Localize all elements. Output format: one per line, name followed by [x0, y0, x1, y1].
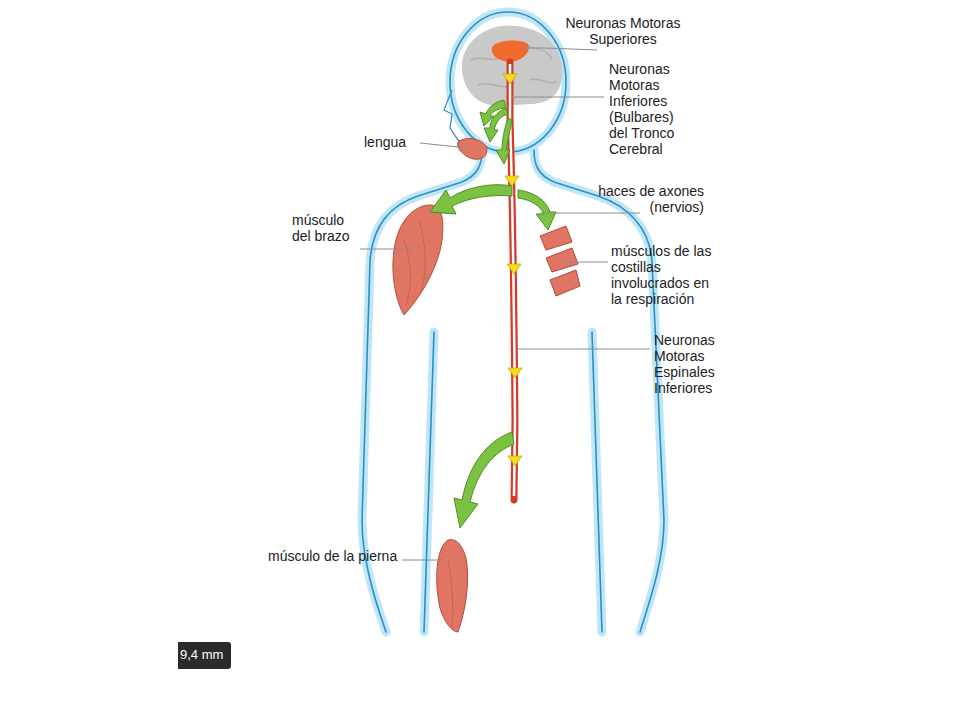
leg-muscle: [437, 540, 468, 632]
part-label: músculo de la pierna: [268, 548, 397, 564]
arm-muscle: [393, 205, 443, 315]
part-label: lengua: [364, 134, 406, 150]
part-label: Neuronas Motoras Superiores: [538, 15, 708, 47]
part-label: músculos de las costillas involucrados e…: [611, 243, 723, 307]
muscle-fibres: [404, 222, 453, 628]
part-label: haces de axones (nervios): [590, 183, 704, 215]
tongue: [458, 139, 487, 160]
picture-ground: [270, 10, 745, 640]
rib-muscle: [546, 248, 578, 272]
part-label: Neuronas Motoras Inferiores (Bulbares) d…: [609, 61, 693, 157]
dimension-badge: 9,4 mm: [178, 642, 231, 669]
rib-muscle: [550, 270, 580, 296]
part-label: Neuronas Motoras Espinales Inferiores: [654, 332, 738, 396]
rib-muscle: [540, 226, 572, 250]
leader-lines: [360, 48, 650, 560]
spinal-cord-core: [510, 64, 515, 496]
part-label: músculo del brazo: [292, 212, 362, 244]
nerve-arrows: [430, 100, 556, 528]
